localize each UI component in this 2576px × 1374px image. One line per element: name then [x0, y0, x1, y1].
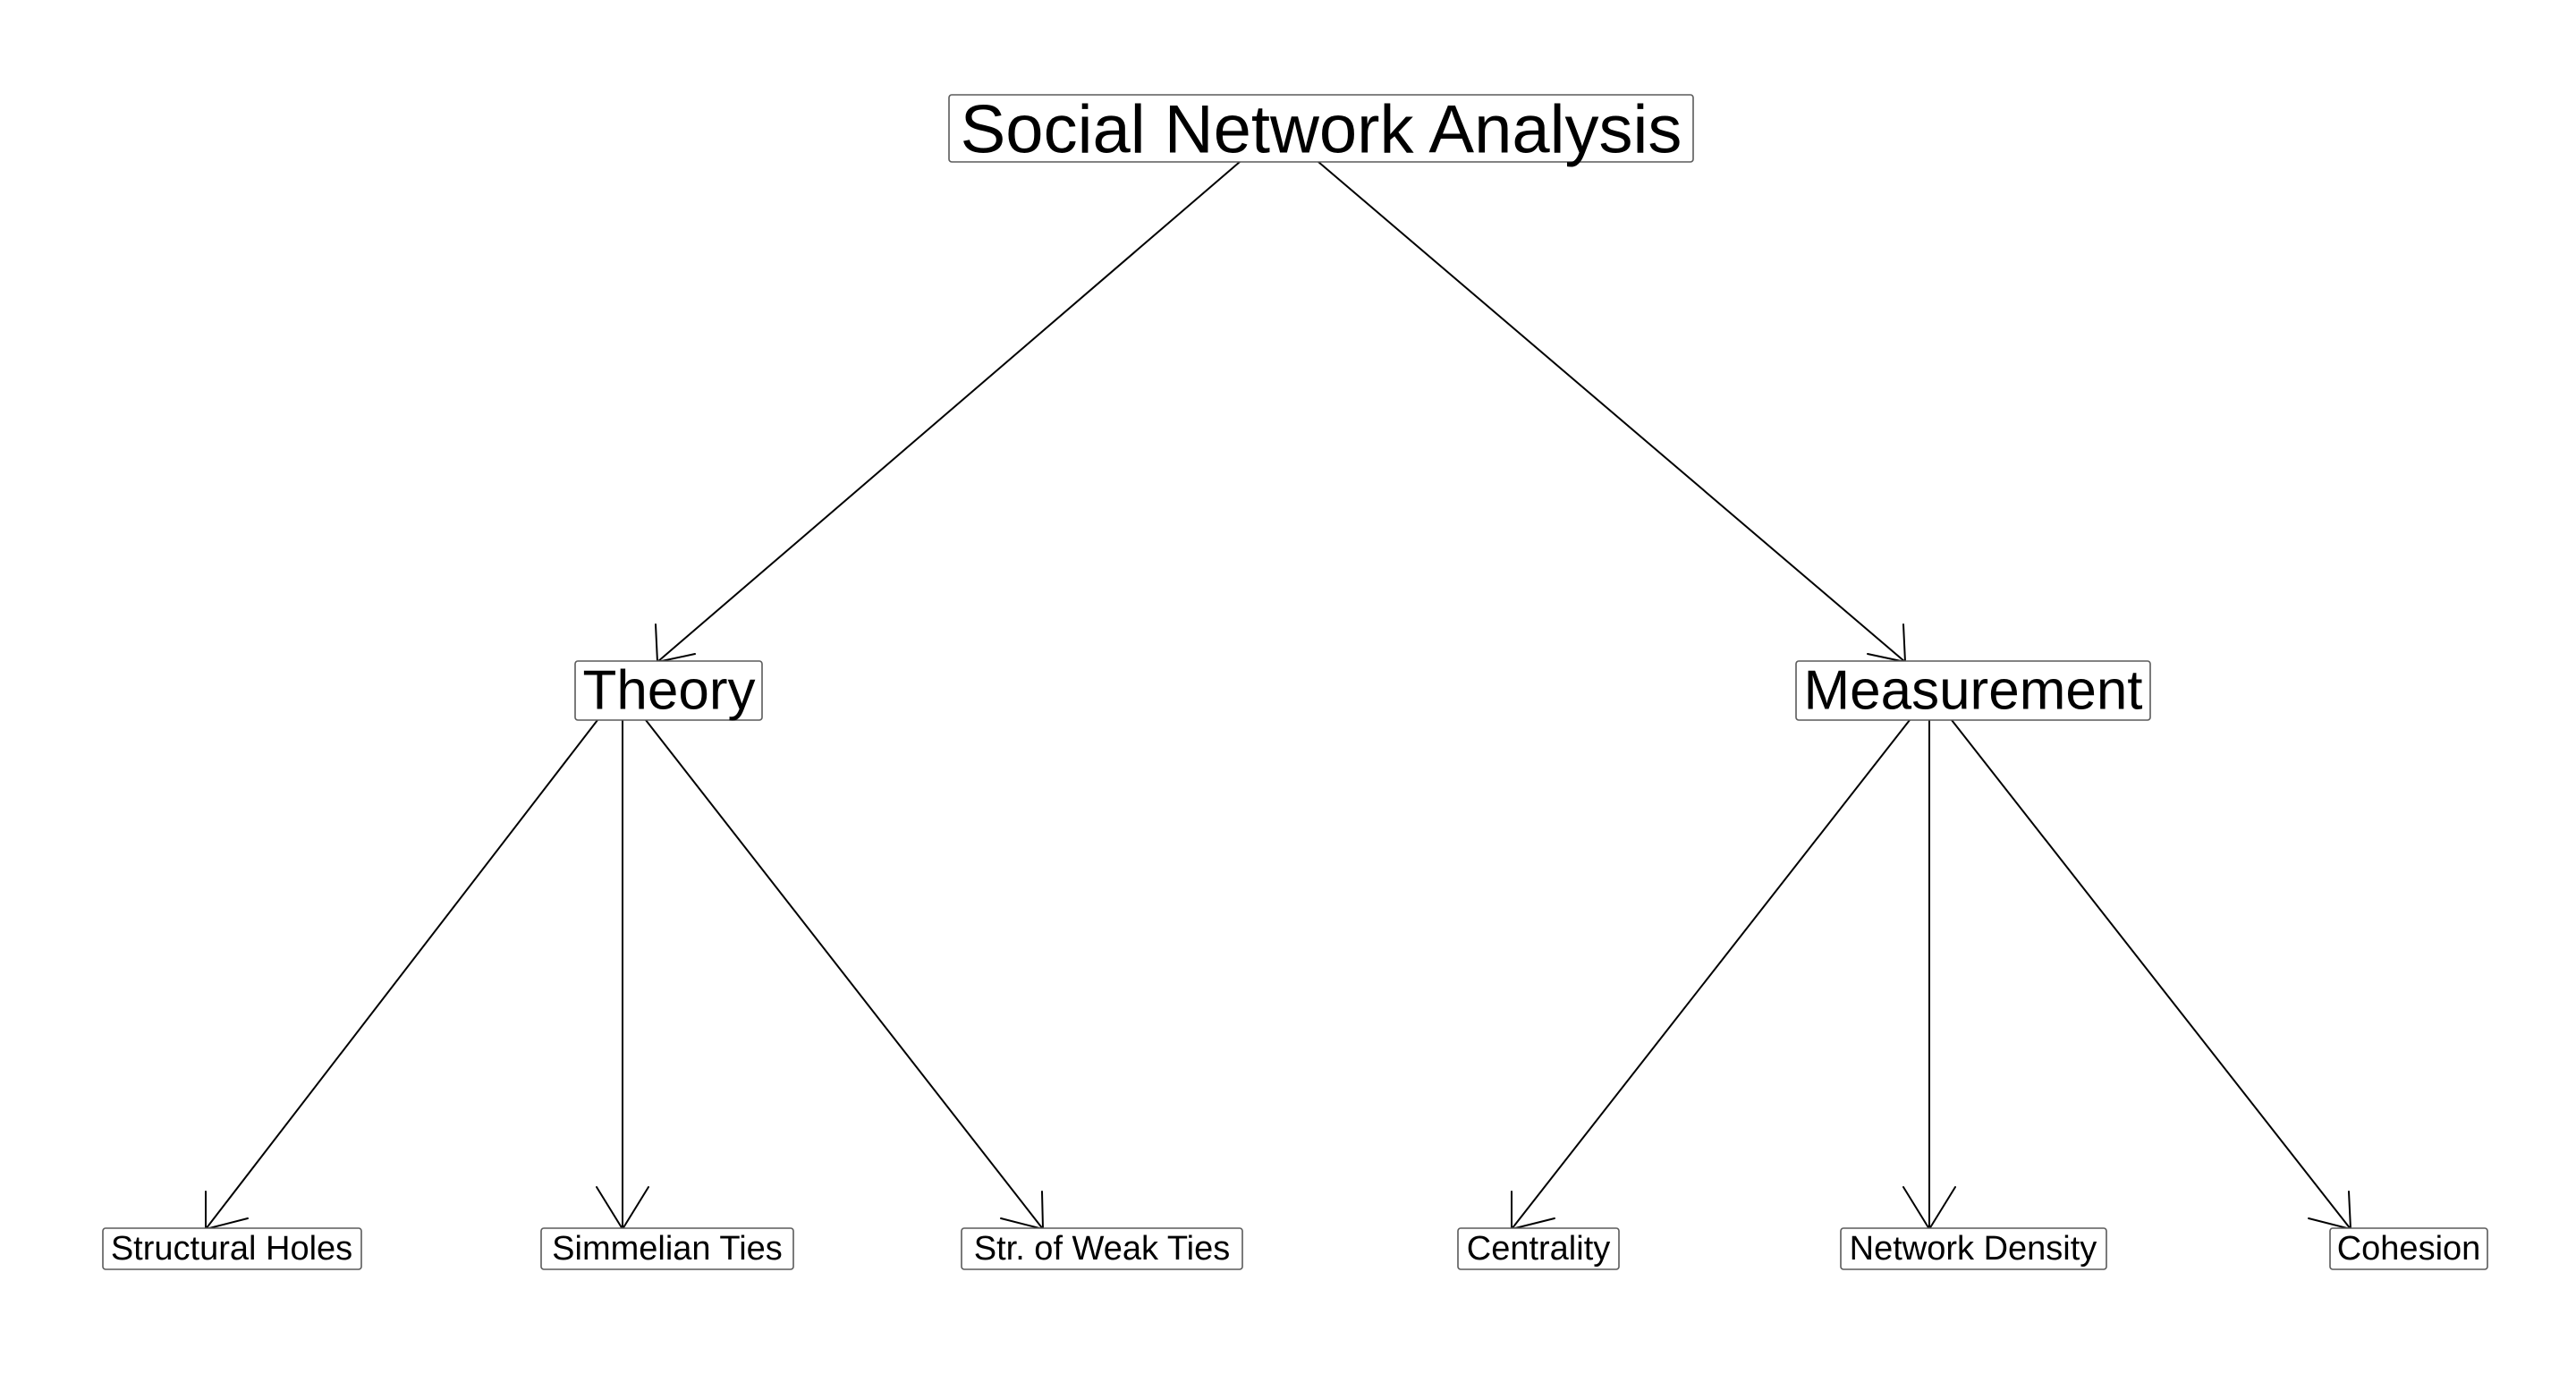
node-structural-holes-label: Structural Holes: [111, 1230, 352, 1268]
edge-measurement-cohesion: [1951, 719, 2352, 1231]
node-cohesion-label: Cohesion: [2337, 1230, 2481, 1268]
node-root-label: Social Network Analysis: [961, 92, 1682, 168]
node-root[interactable]: Social Network Analysis: [948, 92, 1694, 168]
edge-measurement-centrality: [1511, 719, 1911, 1231]
node-cohesion[interactable]: Cohesion: [2329, 1227, 2488, 1270]
node-network-density[interactable]: Network Density: [1840, 1227, 2107, 1270]
edge-theory-simmelian-ties: [596, 719, 649, 1231]
node-structural-holes[interactable]: Structural Holes: [102, 1227, 362, 1270]
node-centrality-label: Centrality: [1467, 1230, 1611, 1268]
edge-root-theory: [655, 161, 1241, 664]
node-network-density-label: Network Density: [1850, 1230, 2097, 1268]
edge-theory-structural-holes: [205, 719, 598, 1231]
node-weak-ties-label: Str. of Weak Ties: [974, 1230, 1231, 1268]
edge-theory-weak-ties: [645, 719, 1045, 1231]
node-simmelian-ties[interactable]: Simmelian Ties: [540, 1227, 794, 1270]
node-measurement-label: Measurement: [1803, 660, 2142, 722]
node-centrality[interactable]: Centrality: [1457, 1227, 1620, 1270]
edge-root-measurement: [1318, 161, 1907, 664]
node-theory-label: Theory: [583, 660, 756, 722]
node-simmelian-ties-label: Simmelian Ties: [552, 1230, 783, 1268]
edge-measurement-network-density: [1902, 719, 1956, 1231]
node-theory[interactable]: Theory: [574, 660, 763, 722]
node-measurement[interactable]: Measurement: [1795, 660, 2151, 722]
edges: [205, 161, 2352, 1231]
node-weak-ties[interactable]: Str. of Weak Ties: [961, 1227, 1243, 1270]
nodes: Social Network Analysis Theory Measureme…: [102, 92, 2488, 1270]
